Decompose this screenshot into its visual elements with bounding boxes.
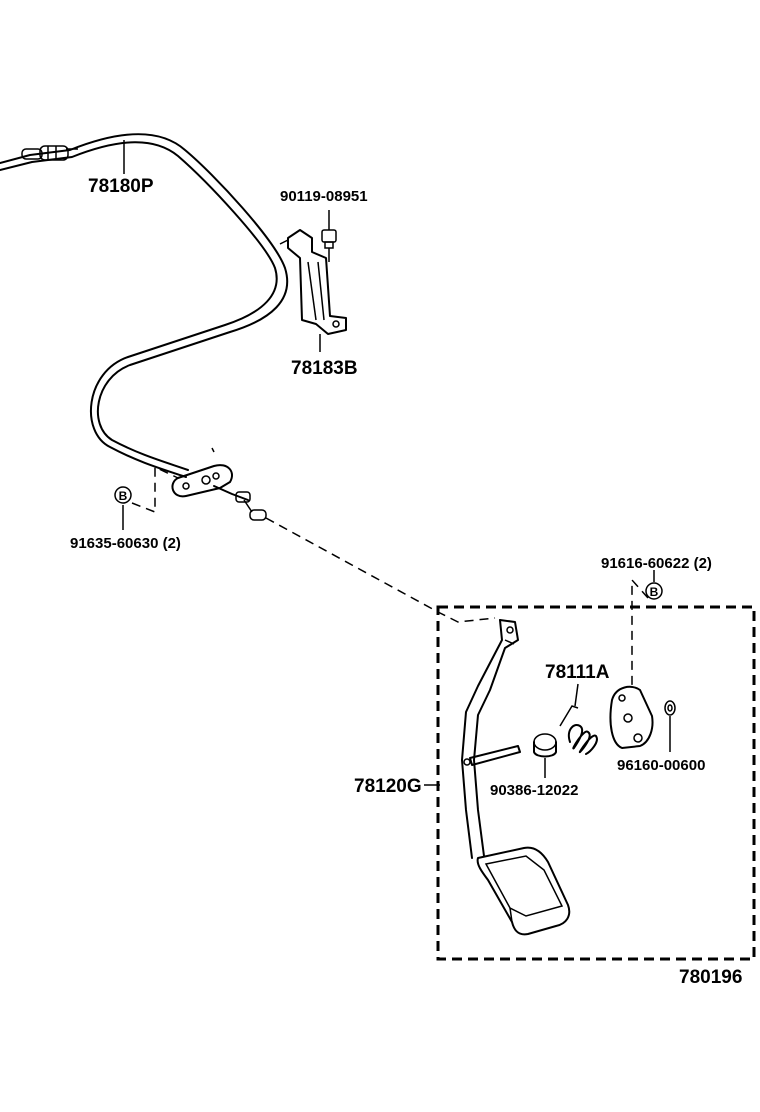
label-pedal-assembly: 78120G [354, 776, 422, 797]
cable-to-pedal-dashed-guide [265, 517, 496, 623]
svg-text:B: B [650, 585, 659, 599]
label-bolt: 90119-08951 [280, 188, 368, 205]
nut-cable-icon: B [114, 486, 132, 504]
washer-icon [664, 700, 676, 716]
spring-leader [574, 683, 579, 707]
nut-support-dashed-guide [631, 578, 649, 688]
nut-support-icon: B [645, 582, 663, 600]
label-bracket: 78183B [291, 358, 358, 379]
label-cable: 78180P [88, 176, 154, 197]
pedal-support-bracket [609, 685, 654, 749]
label-bushing: 90386-12022 [490, 782, 578, 799]
bushing-icon [533, 733, 557, 758]
cable-retainer-plate [171, 447, 267, 521]
nut-cable-dashed-guide [131, 465, 179, 514]
pedal-assembly-boundary [436, 605, 756, 961]
label-washer: 96160-00600 [617, 757, 705, 774]
label-nut-cable: 91635-60630 (2) [70, 535, 181, 552]
cable-end-fitting [21, 148, 43, 160]
pivot-pin [463, 745, 521, 766]
cable-adjuster [39, 145, 69, 161]
svg-text:B: B [119, 489, 128, 503]
cable-bracket [279, 229, 347, 335]
drawing-code: 780196 [679, 967, 742, 988]
label-nut-support: 91616-60622 (2) [601, 555, 712, 572]
accelerator-pedal [461, 619, 571, 936]
label-spring: 78111A [545, 662, 610, 683]
return-spring-icon [559, 705, 598, 755]
accelerator-cable [0, 133, 289, 478]
